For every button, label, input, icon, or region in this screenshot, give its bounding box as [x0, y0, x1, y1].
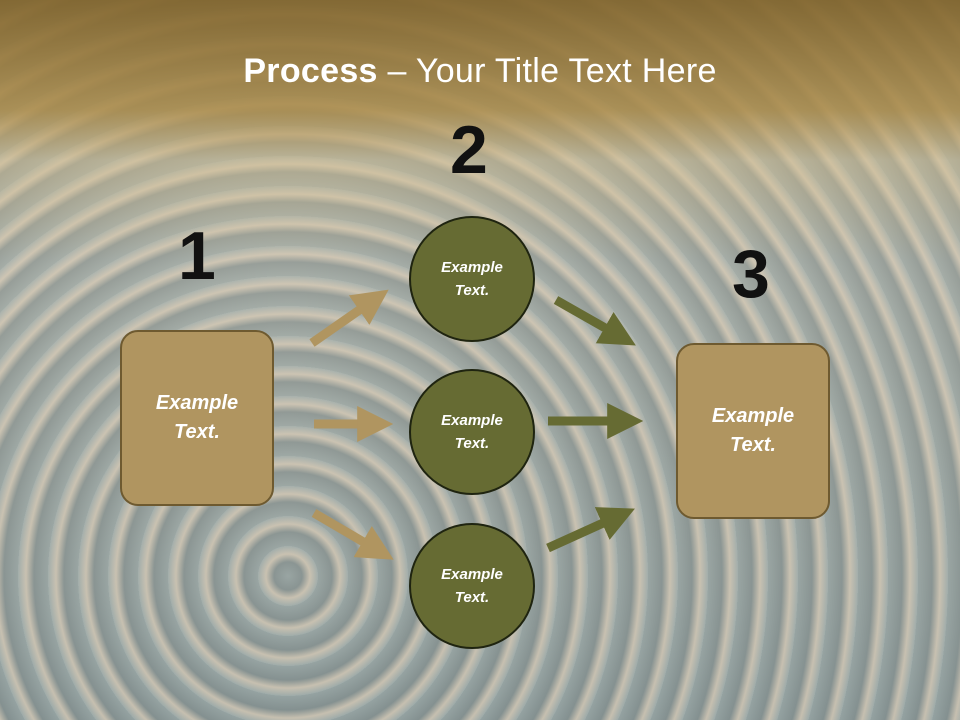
step-number-2: 2	[450, 112, 488, 188]
step-number-3: 3	[732, 236, 770, 312]
circle-middle: Example Text.	[409, 369, 535, 495]
step-number-1: 1	[178, 218, 216, 294]
end-box-line2: Text.	[730, 434, 776, 456]
title-rest: – Your Title Text Here	[377, 52, 717, 90]
circle-middle-line1: Example	[441, 412, 503, 429]
end-box: Example Text.	[676, 343, 830, 519]
circle-bottom-line1: Example	[441, 566, 503, 583]
arrow-bottom-to-end	[546, 507, 635, 553]
start-box-line1: Example	[155, 392, 239, 414]
start-box-line2: Text.	[174, 421, 220, 443]
circle-top-line2: Text.	[454, 282, 490, 299]
circle-bottom-line2: Text.	[454, 589, 490, 606]
circle-middle-line2: Text.	[454, 435, 490, 452]
arrow-start-to-bottom	[311, 509, 394, 560]
slide-title: Process – Your Title Text Here	[0, 52, 960, 91]
end-box-line1: Example	[711, 405, 795, 427]
title-bold: Process	[243, 52, 378, 90]
circle-bottom: Example Text.	[409, 523, 535, 649]
circle-top-line1: Example	[441, 259, 503, 276]
arrow-top-to-end	[553, 296, 636, 346]
arrow-start-to-top	[309, 289, 389, 347]
circle-top: Example Text.	[409, 216, 535, 342]
start-box: Example Text.	[120, 330, 274, 506]
